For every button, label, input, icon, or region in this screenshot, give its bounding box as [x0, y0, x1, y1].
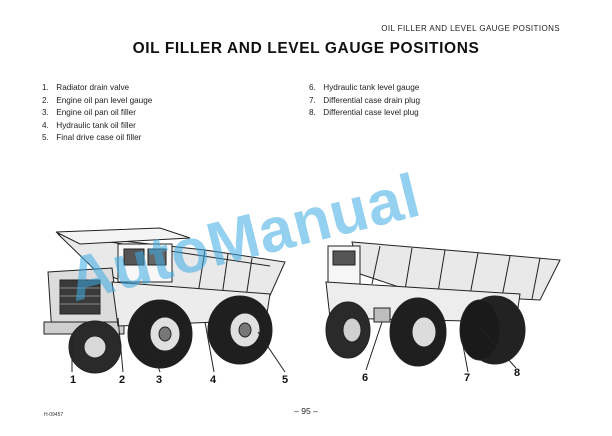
- callout-4: 4: [210, 374, 217, 386]
- right-truck: [325, 241, 561, 373]
- legend-list-right: 6. Hydraulic tank level gauge 7. Differe…: [309, 82, 420, 120]
- callout-3: 3: [156, 374, 163, 386]
- legend-list-left: 1. Radiator drain valve 2. Engine oil pa…: [42, 82, 152, 145]
- legend-item: 3. Engine oil pan oil filler: [42, 108, 136, 118]
- truck-illustration: 1 2 3 4 5 6 7 8: [0, 222, 612, 397]
- legend-item: 7. Differential case drain plug: [309, 95, 421, 105]
- figure-code: H-09457: [44, 412, 64, 418]
- callout-5: 5: [282, 374, 289, 386]
- callout-7: 7: [464, 372, 471, 384]
- running-header: OIL FILLER AND LEVEL GAUGE POSITIONS: [381, 24, 560, 33]
- page-title: OIL FILLER AND LEVEL GAUGE POSITIONS: [132, 40, 480, 57]
- callout-1: 1: [70, 374, 77, 386]
- legend-item: 1. Radiator drain valve: [42, 83, 130, 92]
- legend-item: 5. Final drive case oil filler: [42, 133, 142, 143]
- page-number: – 95 –: [294, 406, 318, 416]
- callout-8: 8: [514, 367, 521, 379]
- left-truck: [43, 227, 286, 374]
- legend-item: 2. Engine oil pan level gauge: [42, 95, 153, 105]
- legend-item: 4. Hydraulic tank oil filler: [42, 120, 136, 130]
- truck-drawings: [43, 227, 561, 374]
- callout-2: 2: [119, 374, 126, 386]
- legend-item: 8. Differential case level plug: [309, 108, 419, 118]
- legend-item: 6. Hydraulic tank level gauge: [309, 83, 420, 92]
- callout-6: 6: [362, 372, 369, 384]
